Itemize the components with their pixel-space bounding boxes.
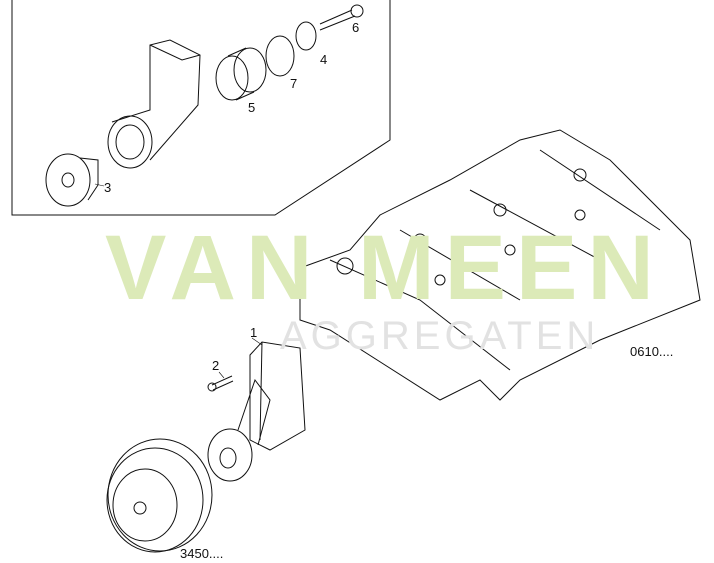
hub-part-3 bbox=[45, 153, 99, 207]
pulley bbox=[106, 438, 213, 553]
pump-housing-part-1 bbox=[207, 341, 306, 482]
callout-1[interactable]: 1 bbox=[250, 325, 258, 340]
watermark-tagline: AGGREGATEN bbox=[280, 314, 600, 358]
reference-cylinder-head[interactable]: 0610.... bbox=[630, 344, 674, 359]
callout-7[interactable]: 7 bbox=[290, 76, 298, 91]
callout-3[interactable]: 3 bbox=[104, 180, 112, 195]
reference-pulley[interactable]: 3450.... bbox=[180, 546, 224, 561]
bearing-part-5 bbox=[215, 47, 267, 101]
callout-4[interactable]: 4 bbox=[320, 52, 328, 67]
inset-frame bbox=[11, 0, 391, 216]
circlip-part-7 bbox=[265, 35, 295, 77]
housing-inset bbox=[107, 39, 201, 169]
watermark-brand: VAN MEEN bbox=[105, 217, 664, 319]
bolt-part-2 bbox=[207, 375, 234, 392]
callout-2[interactable]: 2 bbox=[212, 358, 220, 373]
callout-6[interactable]: 6 bbox=[352, 20, 360, 35]
cylinder-head bbox=[299, 129, 701, 401]
washer-part-4 bbox=[295, 21, 317, 51]
bolt-part-6 bbox=[319, 4, 364, 31]
callout-5[interactable]: 5 bbox=[248, 100, 256, 115]
